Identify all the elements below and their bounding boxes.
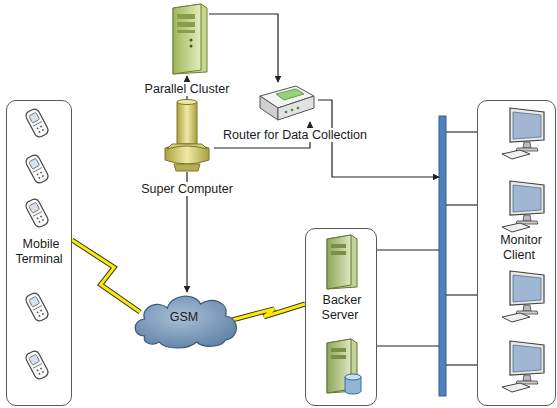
bus-taps	[446, 132, 477, 365]
label-wrap: Mobile Terminal	[10, 237, 70, 267]
node-label: Monitor Client	[498, 233, 542, 262]
wireless-link	[72, 240, 140, 312]
mobile-phone	[23, 349, 53, 383]
node-label: Parallel Cluster	[143, 82, 232, 96]
label-wrap: GSM	[130, 310, 238, 325]
mobile-phone	[23, 197, 53, 231]
connector	[377, 346, 439, 347]
parallel-cluster: Parallel Cluster	[130, 2, 244, 100]
gsm-cloud: GSM	[130, 288, 238, 348]
monitor-icon	[500, 339, 548, 395]
data-router: Router for Data Collection	[212, 82, 378, 148]
node-label: Router for Data Collection	[221, 128, 369, 142]
connector	[377, 250, 439, 251]
database-server-icon	[321, 337, 363, 399]
super-computer-icon	[160, 100, 214, 172]
bolt-outline	[232, 304, 305, 320]
monitor-client-group: Monitor Client	[477, 100, 556, 406]
label-wrap: Monitor Client	[488, 233, 552, 263]
node-label: Super Computer	[139, 182, 235, 196]
router-icon	[256, 82, 318, 122]
bus-bar	[439, 116, 446, 396]
backer-server-group: Backer Server	[305, 228, 377, 406]
monitor-icon	[500, 269, 548, 325]
connector-line	[377, 345, 439, 346]
label-wrap: Parallel Cluster	[130, 82, 244, 97]
label-wrap: Super Computer	[130, 182, 244, 197]
mobile-phone	[23, 153, 53, 187]
server-icon	[321, 233, 363, 291]
wireless-link	[232, 304, 305, 320]
mobile-phone	[23, 291, 53, 325]
monitor-icon	[500, 106, 548, 162]
node-label: Backer Server	[321, 293, 362, 322]
connector-line	[377, 249, 439, 250]
mobile-terminal-group: Mobile Terminal	[6, 100, 72, 406]
server-tower-icon	[165, 2, 209, 76]
connector	[209, 14, 278, 82]
bolt-outline	[72, 240, 140, 312]
label-wrap: Backer Server	[306, 293, 376, 323]
connector-line	[209, 14, 278, 82]
super-computer: Super Computer	[130, 100, 244, 200]
node-label: GSM	[168, 310, 200, 324]
connector-line	[72, 240, 140, 312]
connector-line	[232, 304, 305, 320]
node-label: Mobile Terminal	[15, 237, 64, 266]
label-wrap: Router for Data Collection	[212, 128, 378, 143]
monitor-icon	[500, 179, 548, 235]
mobile-phone	[23, 107, 53, 141]
